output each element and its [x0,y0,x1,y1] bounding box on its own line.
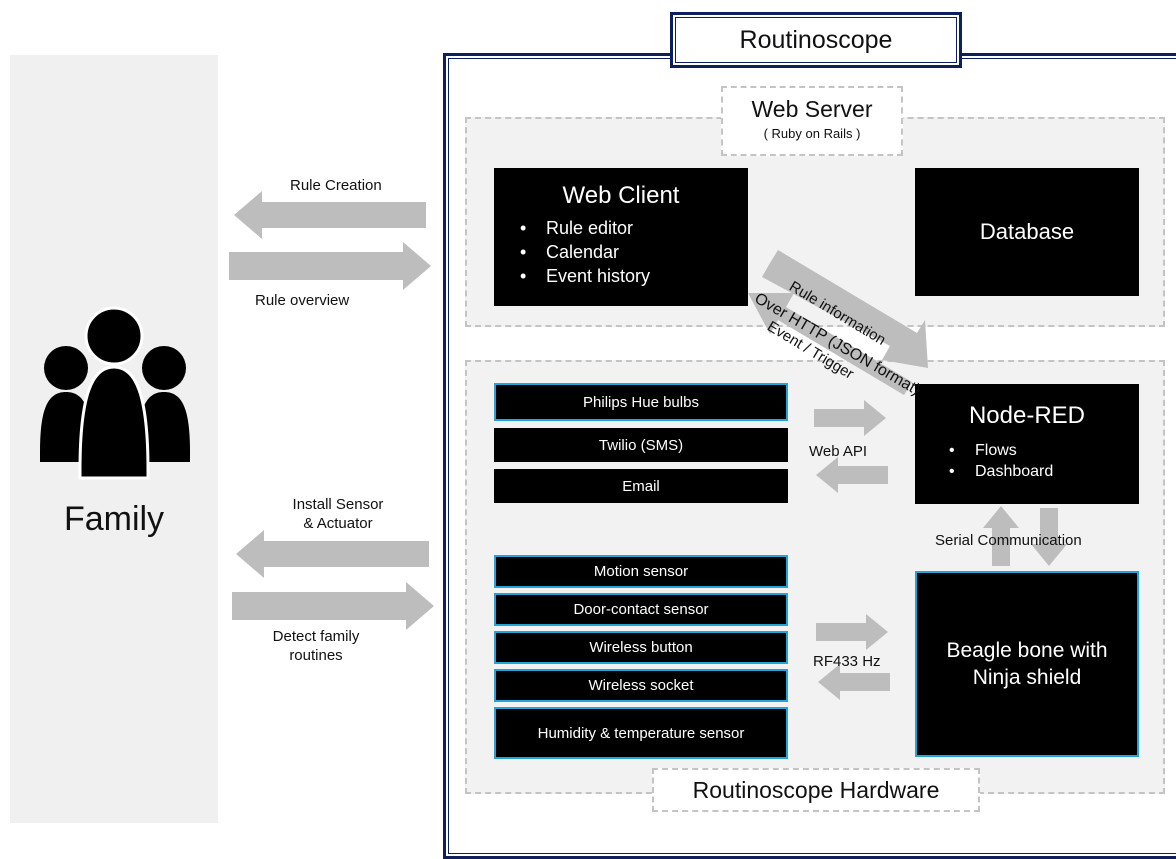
install-sensor-line1: Install Sensor [292,496,384,513]
web-client-item: Event history [546,264,748,288]
routinoscope-title: Routinoscope [670,12,962,68]
family-arrows [229,191,434,630]
rule-creation-arrow [234,191,426,239]
sensor-item: Humidity & temperature sensor [494,707,788,759]
serial-communication-label: Serial Communication [935,532,1082,549]
detect-routines-arrow [232,582,434,630]
database-box: Database [915,168,1139,296]
sensor-item: Wireless button [494,631,788,664]
web-api-right-arrow [814,400,886,436]
sensor-item: Door-contact sensor [494,593,788,626]
node-red-item: Flows [975,440,1139,461]
rule-creation-label: Rule Creation [290,177,382,194]
rf433-label: RF433 Hz [813,653,881,670]
rf-left-arrow [818,664,890,700]
rule-overview-arrow [229,242,431,290]
node-red-box: Node-RED Flows Dashboard [915,384,1139,504]
node-red-title: Node-RED [968,402,1086,429]
beagle-line2: Ninja shield [972,666,1082,689]
detect-routines-line2: routines [289,647,343,664]
detect-routines-label: Detect family routines [246,627,386,665]
service-item: Twilio (SMS) [494,428,788,462]
beagle-bone-box: Beagle bone with Ninja shield [915,571,1139,757]
service-item: Email [494,469,788,503]
web-api-label: Web API [809,443,868,460]
family-icon [40,306,190,480]
install-sensor-arrow [236,530,429,578]
rule-information-arrow [762,250,928,368]
rule-overview-label: Rule overview [255,292,350,309]
sensor-item: Wireless socket [494,669,788,702]
web-client-title: Web Client [562,182,680,209]
web-client-item: Calendar [546,240,748,264]
rf-right-arrow [816,614,888,650]
sensor-item: Motion sensor [494,555,788,588]
service-item: Philips Hue bulbs [494,383,788,421]
serial-up-arrow [983,506,1019,566]
beagle-line1: Beagle bone with [946,639,1108,662]
hardware-label: Routinoscope Hardware [652,768,980,812]
web-api-left-arrow [816,457,888,493]
web-client-box: Web Client Rule editor Calendar Event hi… [494,168,748,306]
web-server-subtitle: ( Ruby on Rails ) [763,126,861,141]
web-server-title: Web Server [751,96,873,122]
web-server-label: Web Server ( Ruby on Rails ) [721,86,903,156]
install-sensor-line2: & Actuator [303,515,373,532]
internal-arrows [748,250,1067,700]
node-red-item: Dashboard [975,461,1139,482]
serial-down-arrow [1031,508,1067,566]
web-client-item: Rule editor [546,216,748,240]
detect-routines-line1: Detect family [272,628,360,645]
event-trigger-arrow [748,293,912,395]
install-sensor-label: Install Sensor & Actuator [268,495,408,533]
family-label: Family [63,500,165,538]
